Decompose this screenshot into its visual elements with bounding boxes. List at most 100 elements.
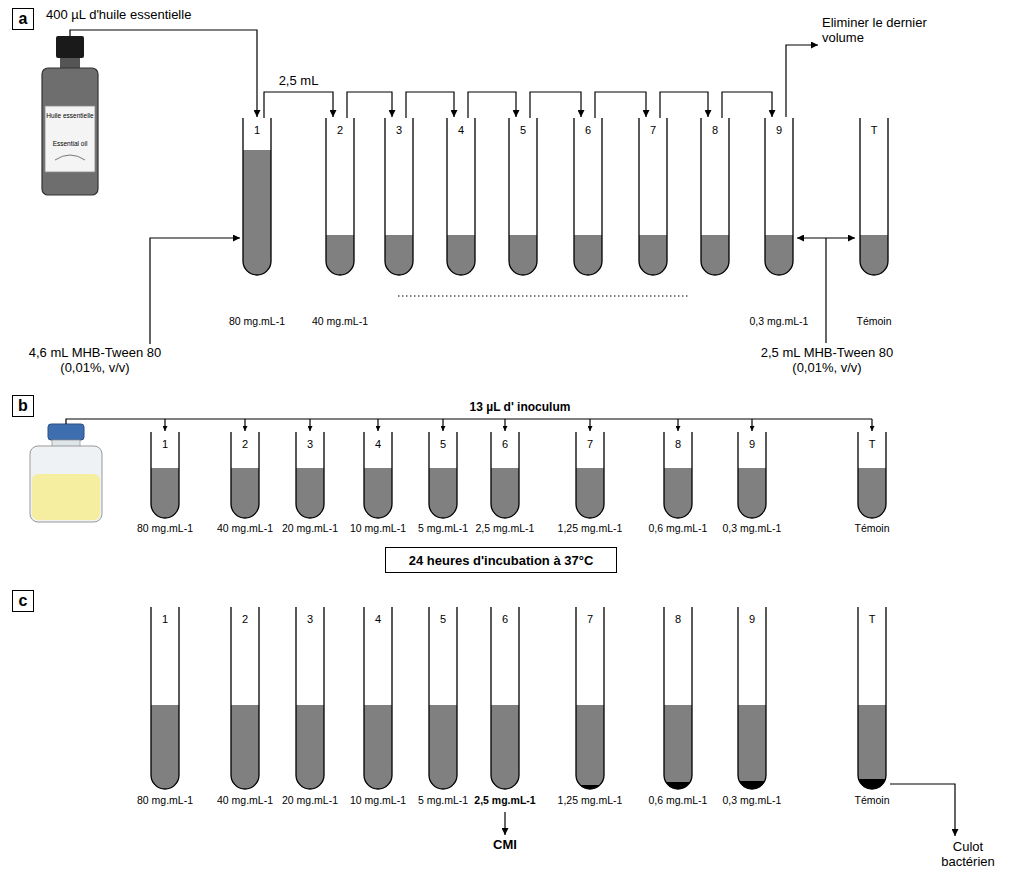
- tube-liquid: [428, 705, 458, 789]
- tube-liquid: [737, 705, 767, 789]
- tube-number: 9: [720, 613, 784, 625]
- tube-wall: [326, 118, 354, 275]
- bottle-neck: [60, 58, 80, 69]
- tube-liquid: [857, 468, 887, 518]
- pellet-label: Culot bactérien: [925, 840, 1011, 870]
- tube-glass: [429, 607, 457, 789]
- panel-letter: a: [19, 10, 28, 28]
- concentration-label: Témoin: [820, 522, 924, 534]
- tube-number: 2: [213, 438, 277, 450]
- concentration-label: 0,3 mg.mL-1: [700, 522, 804, 534]
- concentration-label: 0,6 mg.mL-1: [626, 794, 730, 806]
- test-tube: 90,3 mg.mL-1: [720, 432, 784, 518]
- tube-glass: [858, 607, 886, 789]
- tube-number: 9: [720, 438, 784, 450]
- transfer-connector: [406, 92, 454, 118]
- test-tube: 320 mg.mL-1: [278, 607, 342, 789]
- concentration-label: 20 mg.mL-1: [258, 794, 362, 806]
- transfer-arrow: [70, 30, 257, 117]
- concentration-label: 10 mg.mL-1: [326, 794, 430, 806]
- tube-glass: [576, 607, 604, 789]
- tube-liquid: [384, 235, 414, 275]
- tube-number: 6: [556, 124, 620, 136]
- tube-outline: [857, 607, 887, 789]
- tube-liquid: [857, 705, 887, 789]
- bottle-cap: [56, 36, 84, 58]
- tube-outline: [242, 118, 272, 275]
- concentration-label: 80 mg.mL-1: [113, 522, 217, 534]
- test-tube: 55 mg.mL-1: [411, 432, 475, 518]
- tube-outline: [737, 607, 767, 789]
- tube-number: 7: [558, 613, 622, 625]
- concentration-label: 0,3 mg.mL-1: [700, 794, 804, 806]
- tube-wall: [858, 607, 886, 789]
- distribution-arrow: [751, 419, 752, 431]
- broth-leader: [150, 238, 240, 344]
- bottle-cap: [48, 424, 84, 440]
- tube-number: 5: [411, 438, 475, 450]
- test-tube: 240 mg.mL-1: [213, 607, 277, 789]
- distribution-arrow: [377, 419, 378, 431]
- tube-liquid: [737, 468, 767, 518]
- tube-glass: [491, 607, 519, 789]
- tube-liquid: [638, 235, 668, 275]
- panel-letter-box: b: [12, 395, 34, 417]
- tube-liquid: [764, 235, 794, 275]
- tube-number: 5: [411, 613, 475, 625]
- test-tube: 410 mg.mL-1: [346, 432, 410, 518]
- tube-glass: [738, 607, 766, 789]
- transfer-connector: [347, 92, 392, 118]
- tube-outline: [663, 607, 693, 789]
- tube-glass: [447, 118, 475, 275]
- test-tube: 7: [621, 118, 685, 275]
- tube-wall: [509, 118, 537, 275]
- discard-arrow: [786, 45, 818, 117]
- concentration-label: Témoin: [820, 794, 924, 806]
- tube-liquid: [508, 235, 538, 275]
- tube-liquid: [575, 705, 605, 789]
- test-tube: 240 mg.mL-1: [213, 432, 277, 518]
- tube-liquid: [150, 468, 180, 518]
- test-tube: 180 mg.mL-1: [133, 607, 197, 789]
- tube-number: 8: [683, 124, 747, 136]
- tube-liquid: [663, 705, 693, 789]
- inoculum-label-holder: 13 µL d' inoculum: [400, 401, 640, 415]
- panel-letter: c: [19, 592, 28, 610]
- tube-number: 2: [213, 613, 277, 625]
- test-tube: 240 mg.mL-1: [308, 118, 372, 275]
- tube-liquid: [230, 705, 260, 789]
- tube-glass: [296, 607, 324, 789]
- tube-number: 1: [133, 438, 197, 450]
- concentration-label: 0,6 mg.mL-1: [626, 522, 730, 534]
- bottle-body: [42, 68, 98, 195]
- test-tube: TTémoin: [842, 118, 906, 275]
- test-tube: TTémoin: [840, 432, 904, 518]
- tube-wall: [664, 607, 692, 789]
- tube-glass: [385, 118, 413, 275]
- transfer-connector: [530, 92, 581, 118]
- transfer-label: 400 µL d'huile essentielle: [46, 8, 191, 23]
- tube-wall: [639, 118, 667, 275]
- distribution-arrow: [504, 419, 505, 431]
- cmi-label: CMI: [475, 838, 535, 853]
- tube-number: 7: [558, 438, 622, 450]
- transfer-connector: [264, 92, 333, 118]
- broth-leader: [825, 238, 826, 343]
- tube-liquid: [700, 235, 730, 275]
- tube-glass: [701, 118, 729, 275]
- tube-wall: [243, 118, 271, 275]
- tube-glass: [364, 607, 392, 789]
- panel-letter-box: c: [12, 590, 34, 612]
- panel-letter: b: [18, 397, 28, 415]
- test-tube: 90,3 mg.mL-1: [747, 118, 811, 275]
- tube-liquid: [295, 468, 325, 518]
- bottle-text: Essential oil: [45, 140, 95, 147]
- tube-liquid: [242, 150, 272, 275]
- tube-number: 9: [747, 124, 811, 136]
- test-tube: 71,25 mg.mL-1: [558, 607, 622, 789]
- tube-liquid: [363, 468, 393, 518]
- step-label: 24 heures d'incubation à 37°C: [409, 553, 594, 568]
- test-tube: 5: [491, 118, 555, 275]
- bottle-label: [45, 106, 95, 172]
- distribution-arrow: [164, 419, 165, 431]
